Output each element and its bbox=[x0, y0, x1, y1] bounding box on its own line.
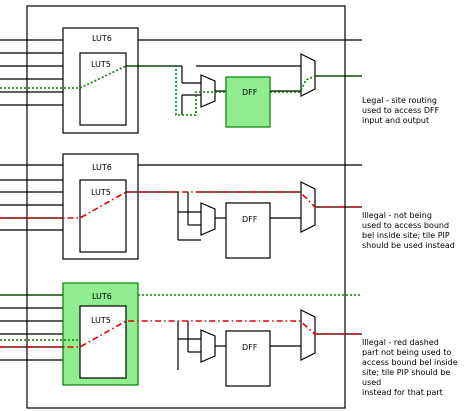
row2-lut5-box bbox=[79, 179, 127, 253]
row1-dff-label: DFF bbox=[242, 88, 258, 97]
row3-lut6-label: LUT6 bbox=[92, 292, 112, 301]
row3-lut5-label: LUT5 bbox=[91, 316, 111, 325]
row1-out-mux bbox=[300, 53, 316, 97]
row2-out-mux bbox=[300, 181, 316, 233]
row1-lut6-label: LUT6 bbox=[92, 34, 112, 43]
row2-mux bbox=[200, 202, 216, 236]
row-1-legal bbox=[0, 27, 362, 134]
row1-legal-route bbox=[0, 65, 226, 116]
row3-mux bbox=[200, 329, 216, 363]
row3-dff-box bbox=[225, 330, 271, 387]
row3-illegal-route bbox=[0, 320, 362, 348]
row2-dff-label: DFF bbox=[242, 215, 258, 224]
row1-caption: Legal - site routing used to access DFF … bbox=[362, 96, 440, 125]
row2-lut6-label: LUT6 bbox=[92, 163, 112, 172]
row2-illegal-route bbox=[0, 191, 362, 219]
row3-dff-label: DFF bbox=[242, 343, 258, 352]
row1-mux bbox=[200, 74, 216, 108]
row-2-illegal bbox=[0, 153, 362, 260]
row3-out-mux bbox=[300, 309, 316, 361]
row2-caption: Illegal - not being used to access bound… bbox=[362, 211, 455, 250]
row1-lut5-box bbox=[79, 52, 127, 126]
row2-dff-box bbox=[225, 202, 271, 259]
row1-legal-route-out bbox=[270, 75, 362, 93]
row2-lut5-label: LUT5 bbox=[91, 188, 111, 197]
row1-dff-box bbox=[225, 76, 271, 128]
row3-lut5-box bbox=[79, 305, 127, 379]
row3-caption: Illegal - red dashed part not being used… bbox=[362, 338, 458, 397]
row1-lut5-label: LUT5 bbox=[91, 60, 111, 69]
